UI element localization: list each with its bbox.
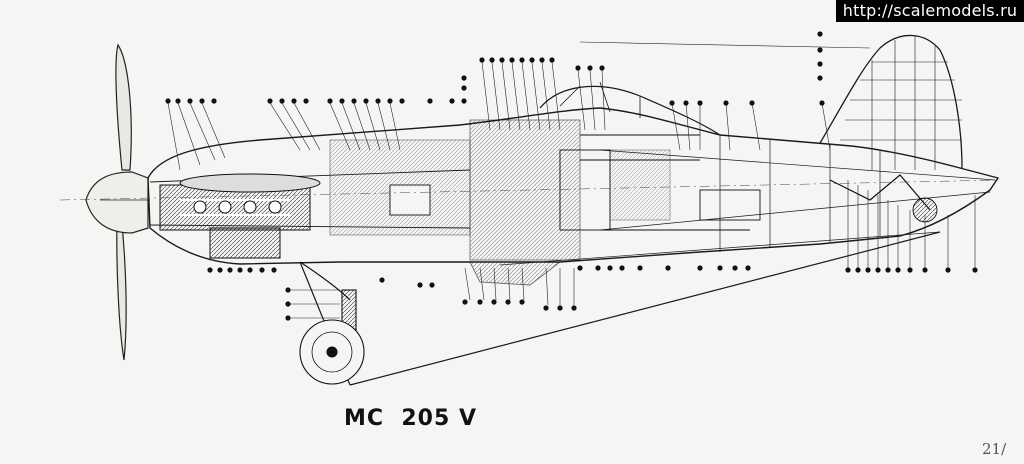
callout-leaders <box>167 41 976 319</box>
page-mark: 21/ <box>982 440 1007 458</box>
internal-structure <box>329 119 938 286</box>
landing-gear <box>299 261 365 385</box>
centerline <box>59 179 1001 201</box>
drawing-title: MC 205 V <box>344 406 477 431</box>
wing <box>299 231 941 386</box>
tail-fin <box>819 34 963 170</box>
engine <box>159 173 321 259</box>
callout-bubbles <box>165 31 978 321</box>
propeller <box>85 43 150 361</box>
site-watermark: http://scalemodels.ru <box>836 0 1024 22</box>
